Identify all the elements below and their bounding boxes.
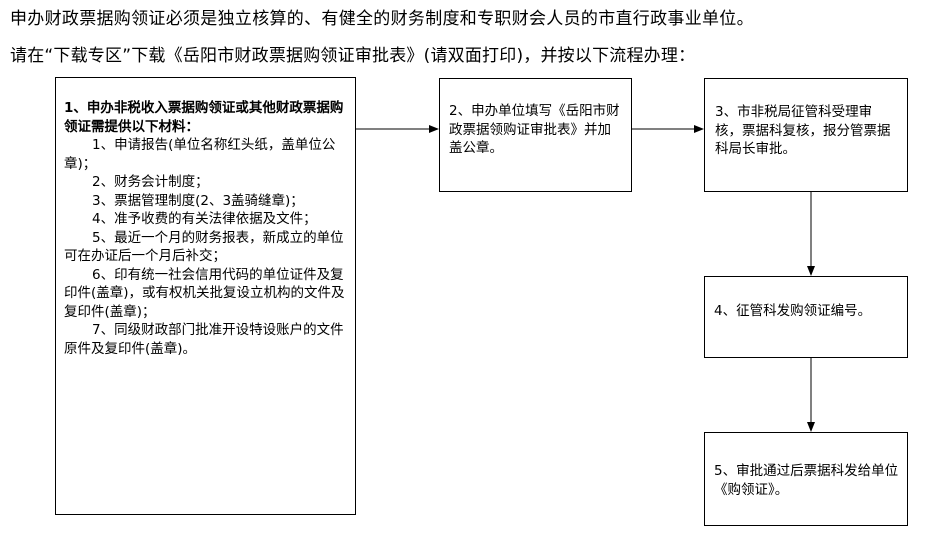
intro-line-2: 请在“下载专区”下载《岳阳市财政票据购领证审批表》(请双面打印)，并按以下流程办… bbox=[10, 46, 696, 66]
step-5-box: 5、审批通过后票据科发给单位《购领证》。 bbox=[704, 432, 908, 526]
step-1-title: 1、申办非税收入票据购领证或其他财政票据购领证需提供以下材料： bbox=[64, 100, 344, 135]
step-2-text: 2、申办单位填写《岳阳市财政票据领购证审批表》并加盖公章。 bbox=[449, 103, 620, 156]
step-1-item-7: 7、同级财政部门批准开设特设账户的文件原件及复印件(盖章)。 bbox=[64, 322, 344, 357]
step-3-box: 3、市非税局征管科受理审核，票据科复核，报分管票据科局长审批。 bbox=[704, 78, 908, 192]
step-1-item-3: 3、票据管理制度(2、3盖骑缝章)； bbox=[92, 192, 304, 209]
step-1-item-5: 5、最近一个月的财务报表，新成立的单位可在办证后一个月后补交； bbox=[64, 229, 344, 265]
step-1-item-2: 2、财务会计制度； bbox=[92, 174, 209, 190]
step-1-item-1: 1、申请报告(单位名称红头纸，盖单位公章)； bbox=[64, 137, 336, 172]
step-4-text: 4、征管科发购领证编号。 bbox=[714, 303, 872, 319]
step-5-text: 5、审批通过后票据科发给单位《购领证》。 bbox=[714, 463, 899, 498]
intro-line-1: 申办财政票据购领证必须是独立核算的、有健全的财务制度和专职财会人员的市直行政事业… bbox=[10, 9, 754, 29]
step-3-text: 3、市非税局征管科受理审核，票据科复核，报分管票据科局长审批。 bbox=[715, 104, 891, 157]
step-1-box: 1、申办非税收入票据购领证或其他财政票据购领证需提供以下材料： 1、申请报告(单… bbox=[55, 77, 356, 515]
step-4-box: 4、征管科发购领证编号。 bbox=[704, 276, 908, 358]
step-2-box: 2、申办单位填写《岳阳市财政票据领购证审批表》并加盖公章。 bbox=[439, 78, 632, 192]
step-1-item-4: 4、准予收费的有关法律依据及文件； bbox=[92, 211, 317, 227]
step-1-item-6: 6、印有统一社会信用代码的单位证件及复印件(盖章)，或有权机关批复设立机构的文件… bbox=[64, 266, 345, 320]
